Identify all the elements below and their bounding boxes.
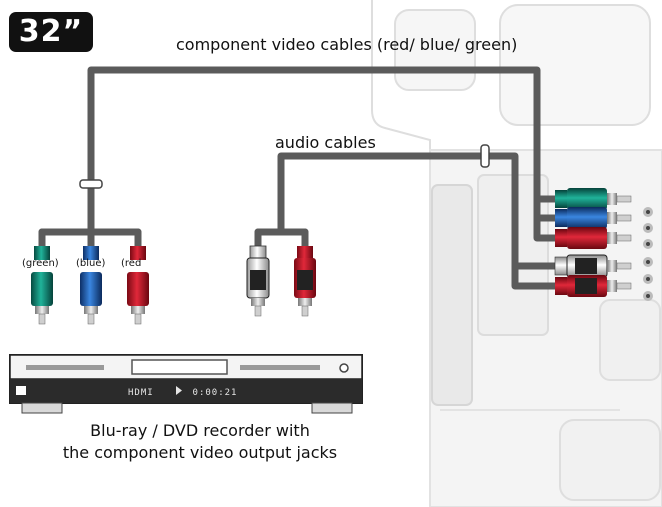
component-video-cable	[38, 66, 559, 250]
display-time: 0:00:21	[192, 388, 238, 398]
recorder-caption-line1: Blu-ray / DVD recorder with	[90, 421, 310, 440]
green-plug-label: (green)	[22, 258, 59, 269]
blue-plug-label: (blue)	[76, 258, 106, 269]
tv-red-plug	[555, 227, 632, 249]
screen-size-badge: 32”	[9, 12, 93, 52]
component-cables-label: component video cables (red/ blue/ green…	[176, 35, 518, 54]
tv-blue-plug	[555, 207, 632, 229]
audio-red-plug	[294, 246, 316, 317]
audio-cable-tie	[480, 144, 490, 168]
display-mode: HDMI	[128, 388, 154, 398]
recorder-caption: Blu-ray / DVD recorder with the componen…	[0, 420, 400, 464]
recorder-display: HDMI 0:00:21	[128, 388, 237, 398]
green-plug	[31, 246, 53, 325]
tv-audio-white-plug	[554, 254, 632, 278]
audio-cable	[254, 152, 559, 290]
tv-green-plug	[555, 188, 632, 210]
red-plug-label: (red	[121, 258, 142, 269]
recorder-caption-line2: the component video output jacks	[62, 443, 338, 462]
blue-plug	[80, 246, 102, 325]
audio-white-plug	[246, 245, 270, 317]
tv-audio-red-plug	[555, 275, 632, 297]
audio-cables-label: audio cables	[275, 133, 376, 152]
tv-jack-column	[643, 207, 653, 301]
recorder-device	[9, 354, 363, 414]
cable-tie	[79, 179, 103, 189]
red-plug	[127, 246, 149, 325]
